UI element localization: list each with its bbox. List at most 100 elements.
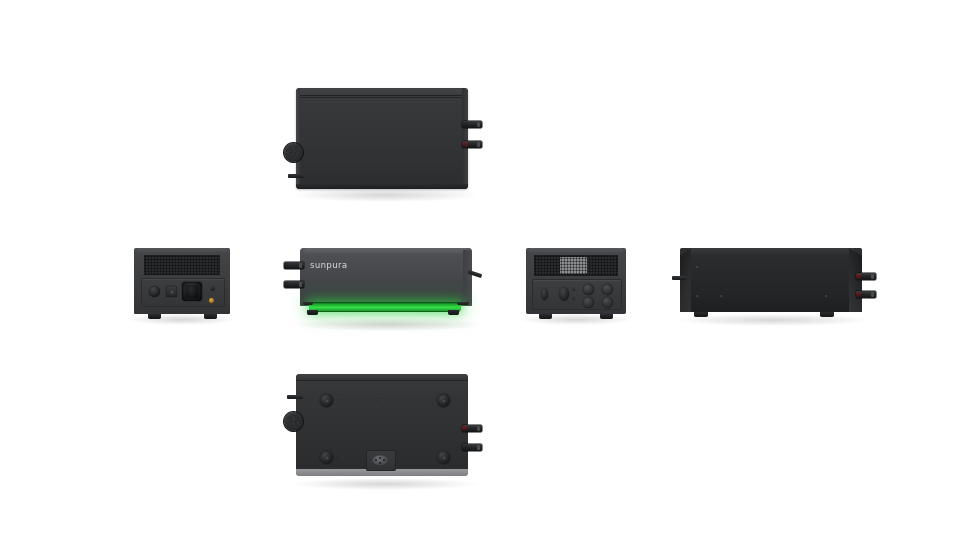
left-cable-stub	[672, 276, 686, 280]
grommet-pin	[375, 459, 377, 461]
front-foot-left	[307, 310, 318, 315]
screw-hole	[376, 398, 379, 401]
grommet-pin	[379, 457, 381, 459]
connector-tip	[856, 292, 861, 297]
top-front-lip	[296, 88, 468, 98]
screw-hole	[341, 399, 344, 402]
front-chassis: sunpura	[300, 248, 472, 306]
led-end-cap-right	[457, 302, 469, 305]
drop-shadow	[296, 318, 482, 331]
illuminated-vent-section	[560, 257, 587, 274]
brand-logo: sunpura	[310, 261, 348, 271]
drop-shadow	[292, 478, 478, 490]
drop-shadow	[520, 314, 632, 325]
foot-right	[204, 314, 217, 319]
connector-ring	[299, 282, 302, 287]
product-view-rear[interactable]	[128, 248, 244, 325]
connector-upper[interactable]	[462, 425, 482, 432]
grommet-pin	[383, 459, 385, 461]
round-port-icon[interactable]	[149, 286, 160, 297]
connector-upper-left[interactable]	[284, 262, 304, 269]
connector-ring	[477, 445, 480, 450]
connector-ring	[299, 263, 302, 268]
seam-dot	[720, 295, 722, 297]
connector-tip	[462, 426, 467, 431]
bottom-edge-strip	[296, 469, 468, 476]
output-port-1-icon[interactable]	[583, 284, 594, 295]
connector-lower[interactable]	[462, 444, 482, 451]
profile-left-bevel	[680, 248, 691, 312]
connector-tip	[462, 142, 467, 147]
foot-front-right	[437, 394, 450, 407]
seam-dot	[696, 266, 698, 268]
cable-stub	[288, 174, 304, 178]
led-end-cap-left	[303, 302, 313, 305]
foot-left	[539, 314, 552, 319]
connector-ring	[871, 292, 874, 297]
foot-left	[148, 314, 161, 319]
cable-stub	[287, 395, 303, 399]
connector-tip	[462, 122, 467, 127]
connector-upper[interactable]	[462, 121, 482, 128]
foot-right	[820, 312, 834, 317]
screw-hole	[341, 456, 344, 459]
connector-lower[interactable]	[462, 141, 482, 148]
connector-ring	[477, 426, 480, 431]
drop-shadow	[128, 314, 236, 325]
control-io-plate	[532, 279, 622, 310]
top-chassis	[296, 88, 468, 189]
connector-tip	[462, 445, 467, 450]
connector-upper-right[interactable]	[856, 273, 876, 280]
indicator-screw-icon	[210, 286, 215, 291]
status-led-bar	[309, 302, 461, 312]
grommet-pin	[379, 462, 381, 464]
connector-ring	[477, 142, 480, 147]
connector-ring	[477, 122, 480, 127]
output-port-3-icon[interactable]	[583, 297, 594, 308]
profile-right-bevel	[849, 248, 862, 312]
base-grommet-icon	[372, 455, 389, 466]
square-port-icon[interactable]	[166, 286, 177, 297]
base-grommet-plate	[366, 450, 396, 471]
product-view-bottom[interactable]	[284, 374, 496, 490]
bottom-top-strip	[296, 374, 468, 381]
output-port-2-icon[interactable]	[602, 284, 613, 295]
product-view-top[interactable]	[284, 88, 496, 202]
profile-top-face	[688, 248, 854, 255]
side-knob-icon[interactable]	[284, 412, 303, 431]
connector-lower-left[interactable]	[284, 281, 304, 288]
front-foot-right	[448, 310, 459, 315]
foot-rear-right	[437, 451, 450, 464]
connector-tip	[284, 282, 289, 287]
small-round-port-icon[interactable]	[541, 288, 548, 300]
knob-grip-texture	[286, 145, 301, 160]
profile-chassis	[680, 248, 862, 312]
rear-top-face	[137, 248, 227, 253]
product-view-front[interactable]: sunpura	[284, 248, 490, 331]
seam-dot	[696, 295, 698, 297]
output-port-4-icon[interactable]	[602, 297, 613, 308]
grounding-terminal-icon[interactable]	[209, 298, 214, 303]
control-top-face	[529, 248, 623, 253]
rear-io-plate	[141, 278, 225, 307]
top-rear-edge	[296, 184, 468, 189]
foot-left	[694, 312, 708, 317]
drop-shadow	[292, 188, 478, 202]
top-left-edge	[296, 88, 300, 189]
front-top-face	[304, 248, 468, 253]
connector-tip	[284, 263, 289, 268]
top-seam-line	[298, 95, 466, 96]
top-right-edge	[462, 88, 468, 189]
seam-dot	[825, 295, 827, 297]
ac-inlet-socket-icon[interactable]	[182, 282, 202, 301]
connector-tip	[856, 274, 861, 279]
connector-lower-right[interactable]	[856, 291, 876, 298]
knob-grip-texture	[286, 414, 301, 429]
exhaust-vent-grille-icon	[144, 255, 220, 275]
product-view-profile[interactable]	[672, 248, 880, 326]
multi-pin-connector-icon[interactable]	[559, 287, 569, 301]
foot-front-left	[320, 394, 333, 407]
side-knob-icon[interactable]	[284, 143, 303, 162]
product-view-control-panel[interactable]	[520, 248, 640, 326]
